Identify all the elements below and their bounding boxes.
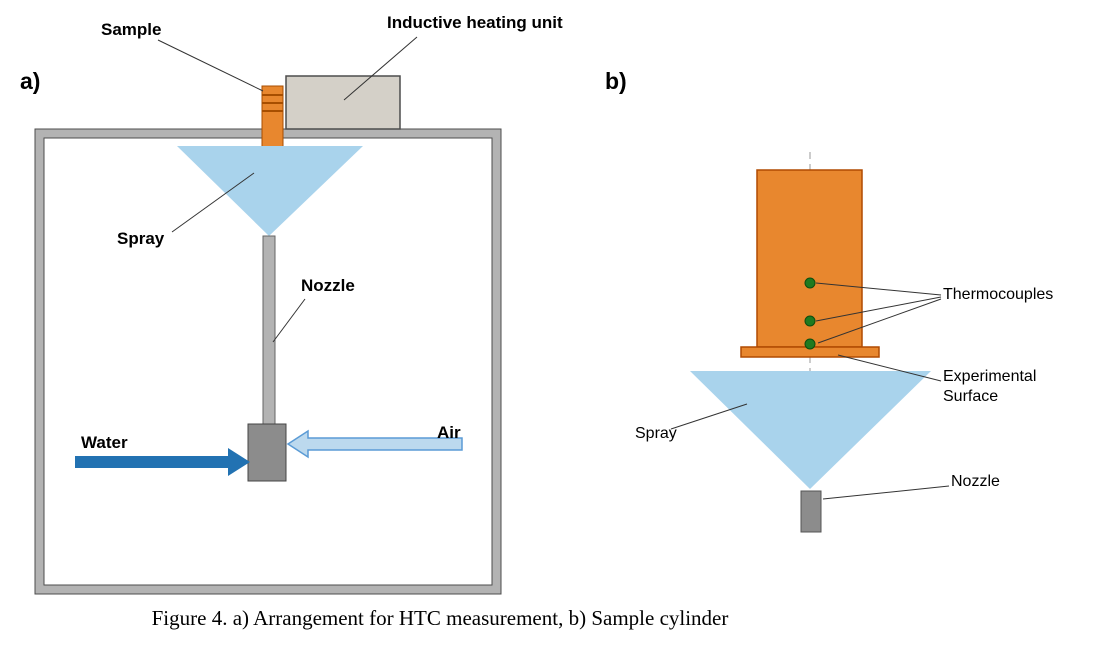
experimental-surface-leader-line	[837, 354, 942, 382]
thermocouple-dot	[804, 338, 816, 350]
figure-caption: Figure 4. a) Arrangement for HTC measure…	[151, 606, 729, 630]
spray-a-leader-line	[171, 172, 255, 233]
sample-leader-line	[157, 39, 264, 92]
nozzle-b-leader-line	[822, 485, 950, 500]
spray-cone-b	[690, 371, 931, 489]
spray-a-label: Spray	[117, 229, 165, 248]
nozzle-a-label: Nozzle	[301, 276, 355, 295]
nozzle-a-leader-line	[272, 298, 306, 343]
panel-a-letter: a)	[20, 68, 41, 94]
experimental-surface-label: Experimental Surface	[943, 368, 1037, 405]
spray-b-label: Spray	[635, 425, 677, 442]
inductive-heating-unit-box	[285, 75, 401, 130]
panel-b-letter: b)	[605, 68, 627, 94]
water-label: Water	[81, 433, 128, 452]
nozzle-stem-a	[262, 235, 276, 426]
air-label: Air	[437, 423, 461, 442]
nozzle-b-label: Nozzle	[951, 473, 1000, 490]
water-arrow	[75, 448, 250, 476]
air-arrow	[286, 429, 463, 459]
thermocouple-dot	[804, 315, 816, 327]
thermocouple-leader-line	[817, 298, 942, 344]
sample-label: Sample	[101, 20, 162, 39]
spray-cone-a	[177, 146, 363, 236]
inductive-heating-unit-label: Inductive heating unit	[387, 13, 563, 32]
thermocouples-label: Thermocouples	[943, 286, 1054, 303]
thermocouple-dot	[804, 277, 816, 289]
nozzle-b	[800, 490, 822, 533]
spray-b-leader-line	[670, 403, 748, 430]
thermocouple-leader-line	[815, 282, 942, 296]
thermocouple-leader-line	[815, 296, 942, 322]
heating-unit-leader-line	[343, 36, 418, 101]
nozzle-body-a	[247, 423, 287, 482]
